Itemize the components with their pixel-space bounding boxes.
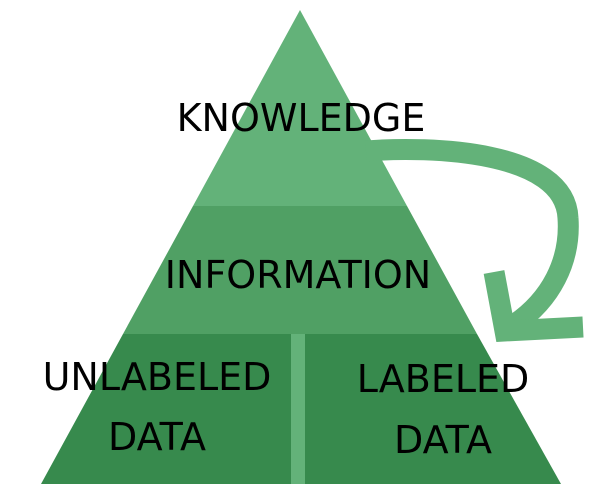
unlabeled-data-label-line2: DATA — [108, 415, 206, 459]
feedback-arrow-head — [483, 270, 584, 342]
information-label: INFORMATION — [164, 253, 432, 297]
data-tier-divider — [291, 334, 305, 484]
feedback-arrow-shaft — [365, 138, 579, 333]
unlabeled-data-label-line1: UNLABELED — [42, 355, 272, 399]
pyramid-tier-information — [123, 206, 477, 334]
labeled-data-label-line1: LABELED — [356, 357, 530, 401]
knowledge-label: KNOWLEDGE — [176, 96, 426, 140]
pyramid-tier-knowledge — [193, 10, 407, 206]
labeled-data-label-line2: DATA — [394, 418, 492, 462]
